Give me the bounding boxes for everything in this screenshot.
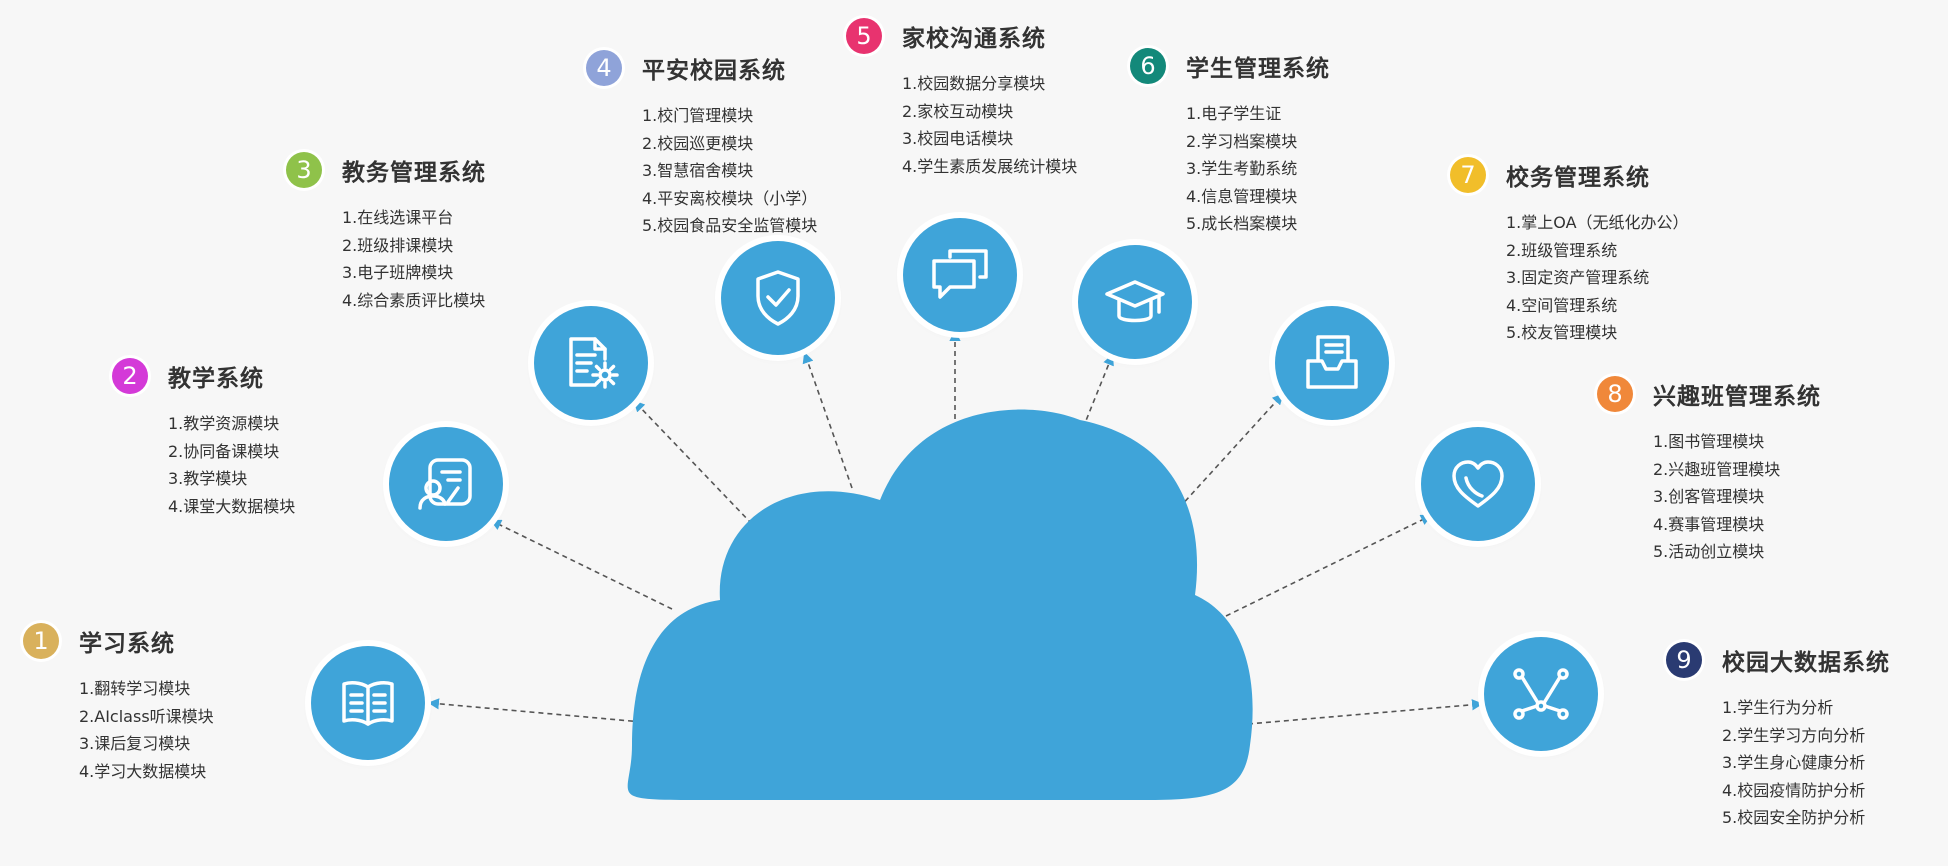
module-item: 4.平安离校模块（小学） bbox=[642, 188, 818, 208]
graduation-cap-icon bbox=[1078, 245, 1192, 359]
connector-lines bbox=[427, 329, 1484, 725]
module-item: 4.信息管理模块 bbox=[1186, 186, 1298, 206]
module-title: 校务管理系统 bbox=[1506, 165, 1650, 191]
module-item: 2.班级排课模块 bbox=[342, 235, 454, 255]
number-badge: 4 bbox=[586, 50, 622, 86]
module-safe-campus-system: 4 平安校园系统 1.校门管理模块 2.校园巡更模块 3.智慧宿舍模块 4.平安… bbox=[586, 48, 817, 240]
module-title: 兴趣班管理系统 bbox=[1653, 384, 1821, 410]
module-item: 4.学生素质发展统计模块 bbox=[902, 156, 1078, 176]
number-badge: 6 bbox=[1130, 48, 1166, 84]
module-interest-class-system: 8 兴趣班管理系统 1.图书管理模块 2.兴趣班管理模块 3.创客管理模块 4.… bbox=[1597, 374, 1821, 566]
teacher-board-icon bbox=[389, 427, 503, 541]
module-item: 1.学生行为分析 bbox=[1722, 698, 1834, 717]
connector-arrow-7 bbox=[1178, 393, 1284, 509]
connector-arrow-1 bbox=[427, 698, 643, 723]
module-item: 5.成长档案模块 bbox=[1186, 214, 1298, 233]
module-item: 3.课后复习模块 bbox=[79, 734, 191, 753]
connector-arrow-9 bbox=[1247, 699, 1484, 725]
module-item: 1.图书管理模块 bbox=[1653, 432, 1765, 451]
module-item: 3.学生考勤系统 bbox=[1186, 159, 1298, 178]
module-item: 1.在线选课平台 bbox=[342, 208, 454, 227]
module-item: 1.翻转学习模块 bbox=[79, 679, 191, 698]
module-home-school-communication-system: 5 家校沟通系统 1.校园数据分享模块 2.家校互动模块 3.校园电话模块 4.… bbox=[846, 16, 1077, 180]
module-item: 3.校园电话模块 bbox=[902, 129, 1014, 148]
number-badge: 1 bbox=[23, 623, 59, 659]
document-gear-icon bbox=[534, 306, 648, 420]
module-item: 1.校园数据分享模块 bbox=[902, 74, 1046, 93]
module-item: 3.电子班牌模块 bbox=[342, 263, 454, 282]
module-item: 4.校园疫情防护分析 bbox=[1722, 780, 1866, 800]
module-item: 4.课堂大数据模块 bbox=[168, 496, 296, 516]
module-item: 4.学习大数据模块 bbox=[79, 761, 207, 781]
number-badge: 3 bbox=[286, 152, 322, 188]
module-item: 2.班级管理系统 bbox=[1506, 240, 1618, 260]
module-item: 3.学生身心健康分析 bbox=[1722, 753, 1866, 772]
open-book-icon bbox=[311, 646, 425, 760]
module-item: 2.兴趣班管理模块 bbox=[1653, 459, 1781, 479]
module-title: 平安校园系统 bbox=[642, 58, 786, 84]
connector-arrow-3 bbox=[633, 400, 753, 525]
module-item: 3.固定资产管理系统 bbox=[1506, 268, 1650, 287]
module-item: 2.学生学习方向分析 bbox=[1722, 725, 1866, 745]
number-badge: 9 bbox=[1666, 642, 1702, 678]
module-item: 2.校园巡更模块 bbox=[642, 133, 754, 153]
shield-check-icon bbox=[721, 241, 835, 355]
module-campus-big-data-system: 9 校园大数据系统 1.学生行为分析 2.学生学习方向分析 3.学生身心健康分析… bbox=[1666, 640, 1890, 832]
module-student-management-system: 6 学生管理系统 1.电子学生证 2.学习档案模块 3.学生考勤系统 4.信息管… bbox=[1130, 46, 1330, 238]
module-title: 教务管理系统 bbox=[342, 160, 486, 186]
central-cloud bbox=[627, 409, 1253, 800]
module-learning-system: 1 学习系统 1.翻转学习模块 2.AIclass听课模块 3.课后复习模块 4… bbox=[23, 621, 214, 785]
module-item: 1.校门管理模块 bbox=[642, 106, 754, 125]
module-item: 3.教学模块 bbox=[168, 469, 248, 488]
module-item: 5.校友管理模块 bbox=[1506, 323, 1618, 342]
module-item: 5.校园食品安全监管模块 bbox=[642, 216, 818, 235]
module-teaching-system: 2 教学系统 1.教学资源模块 2.协同备课模块 3.教学模块 4.课堂大数据模… bbox=[112, 356, 295, 520]
module-item: 2.家校互动模块 bbox=[902, 101, 1014, 121]
module-academic-affairs-system: 3 教务管理系统 1.在线选课平台 2.班级排课模块 3.电子班牌模块 4.综合… bbox=[286, 150, 486, 314]
module-title: 校园大数据系统 bbox=[1722, 650, 1890, 676]
module-item: 5.校园安全防护分析 bbox=[1722, 808, 1866, 827]
number-badge: 5 bbox=[846, 18, 882, 54]
connector-arrow-4 bbox=[802, 351, 853, 489]
module-item: 1.掌上OA（无纸化办公） bbox=[1506, 213, 1689, 232]
module-item: 1.教学资源模块 bbox=[168, 414, 280, 433]
connector-arrow-6 bbox=[1082, 353, 1114, 429]
connector-arrow-2 bbox=[489, 519, 673, 610]
module-school-affairs-system: 7 校务管理系统 1.掌上OA（无纸化办公） 2.班级管理系统 3.固定资产管理… bbox=[1450, 155, 1689, 347]
module-item: 3.创客管理模块 bbox=[1653, 487, 1765, 506]
module-title: 教学系统 bbox=[168, 366, 264, 392]
module-title: 学生管理系统 bbox=[1186, 56, 1330, 82]
module-item: 2.学习档案模块 bbox=[1186, 131, 1298, 151]
module-item: 4.空间管理系统 bbox=[1506, 295, 1618, 315]
module-item: 4.综合素质评比模块 bbox=[342, 290, 486, 310]
module-title: 家校沟通系统 bbox=[902, 26, 1046, 52]
module-item: 2.协同备课模块 bbox=[168, 441, 280, 461]
chat-bubbles-icon bbox=[903, 218, 1017, 332]
module-item: 2.AIclass听课模块 bbox=[79, 706, 214, 726]
module-item: 1.电子学生证 bbox=[1186, 104, 1282, 123]
heart-icon bbox=[1421, 427, 1535, 541]
module-item: 5.活动创立模块 bbox=[1653, 542, 1765, 561]
module-item: 3.智慧宿舍模块 bbox=[642, 161, 754, 180]
network-nodes-icon bbox=[1484, 637, 1598, 751]
number-badge: 7 bbox=[1450, 157, 1486, 193]
module-title: 学习系统 bbox=[79, 631, 175, 657]
number-badge: 8 bbox=[1597, 376, 1633, 412]
file-tray-icon bbox=[1275, 306, 1389, 420]
number-badge: 2 bbox=[112, 358, 148, 394]
module-item: 4.赛事管理模块 bbox=[1653, 514, 1765, 534]
connector-arrow-8 bbox=[1225, 514, 1433, 617]
